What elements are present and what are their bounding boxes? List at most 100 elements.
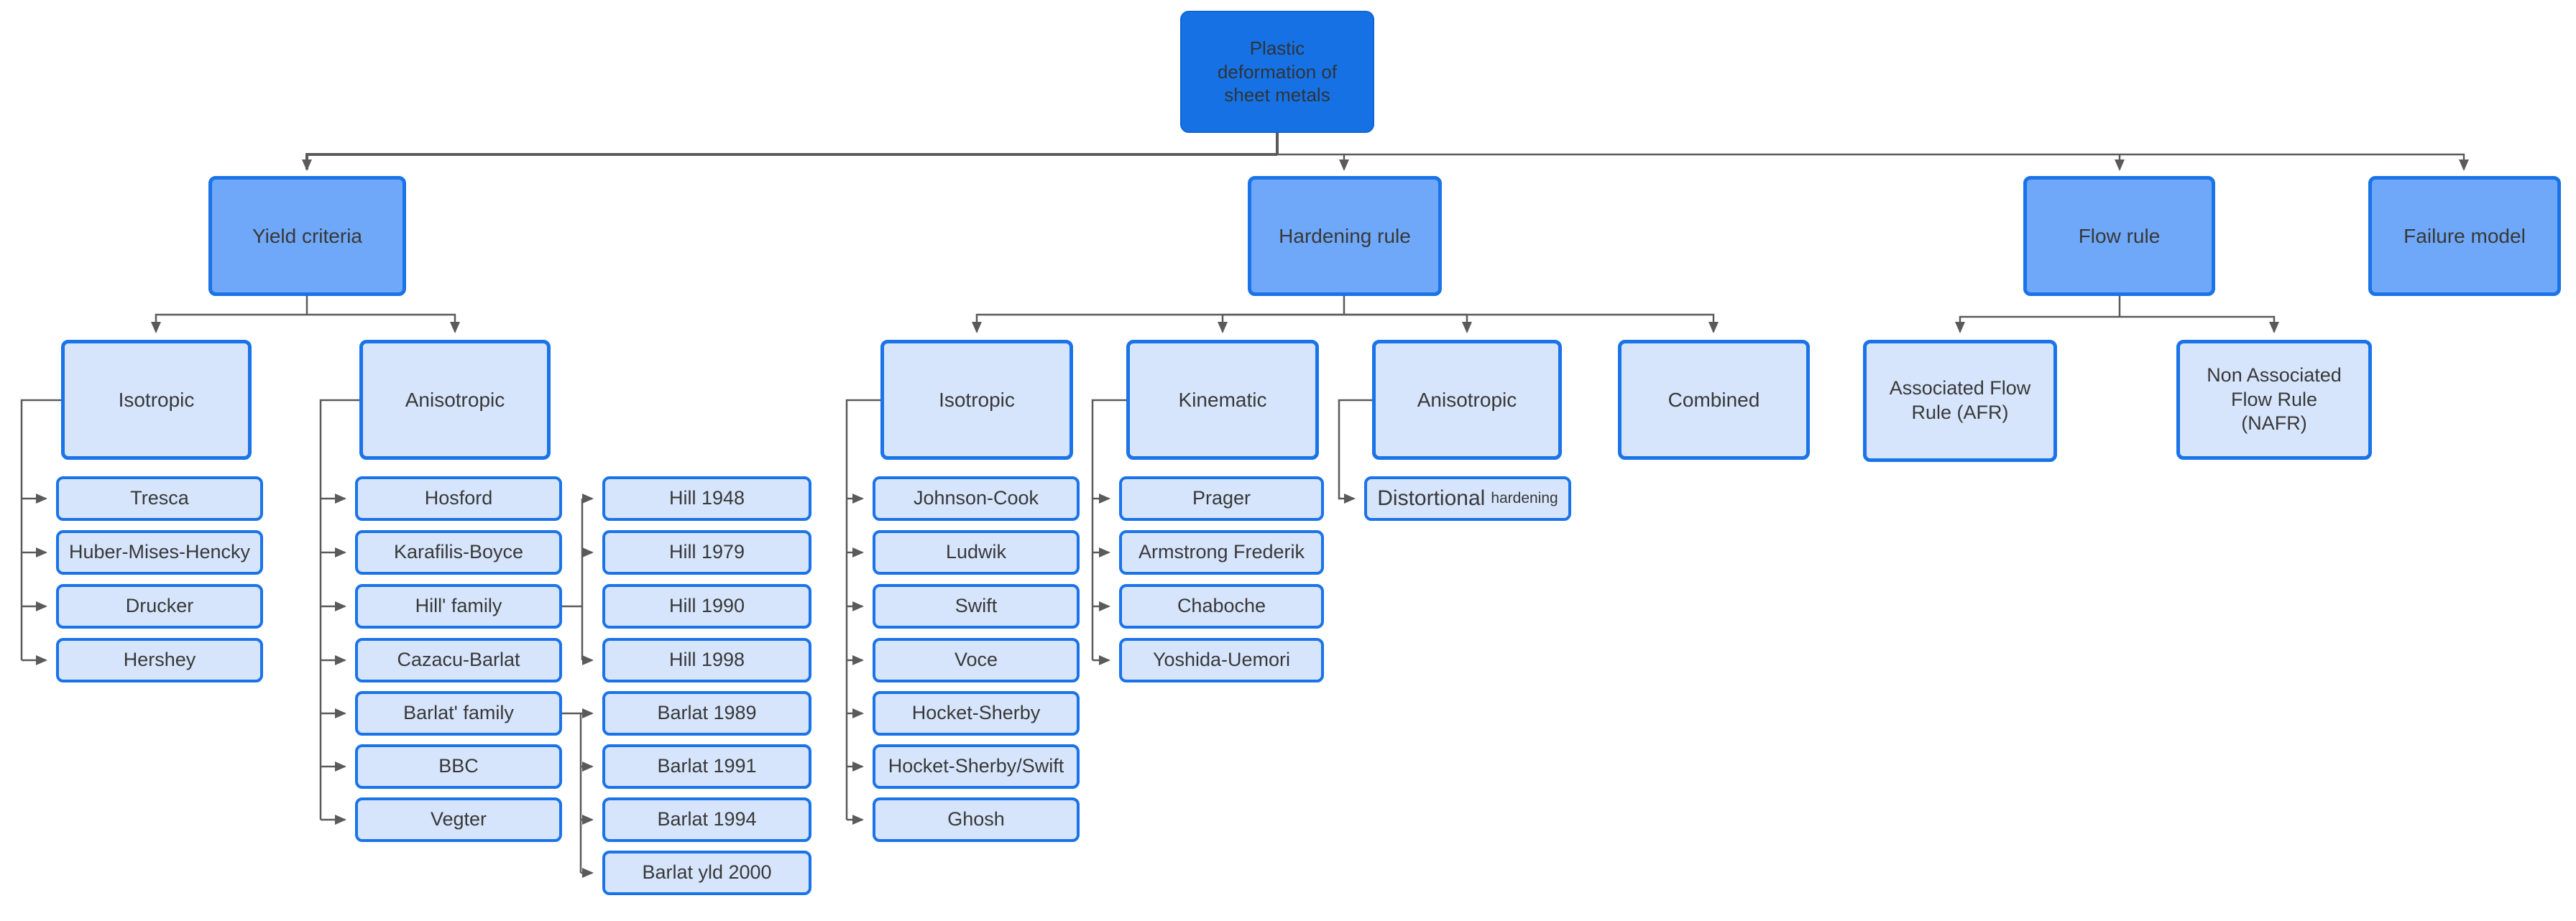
node-barlat-1991[interactable]: Barlat 1991 [602,744,811,789]
edge-root-yield [302,153,1277,171]
node-label: BBC [438,755,479,777]
node-hershey[interactable]: Hershey [56,638,263,682]
node-label: Barlat 1989 [657,702,757,724]
node-label: Distortional [1377,486,1486,511]
node-failure-model[interactable]: Failure model [2368,176,2561,296]
node-barlat-1994[interactable]: Barlat 1994 [602,797,811,842]
node-barlat-1989[interactable]: Barlat 1989 [602,691,811,736]
node-label: Swift [954,595,998,617]
edge-flow-afr [1955,315,2120,333]
node-label: Associated Flow Rule (AFR) [1889,377,2031,423]
node-distortional-hardening[interactable]: Distortional hardening [1364,476,1571,521]
node-label: Chaboche [1177,595,1266,617]
spine-kinematic [1091,399,1126,660]
node-label: Plastic deformation of sheet metals [1217,37,1338,106]
node-yield-anisotropic[interactable]: Anisotropic [359,340,551,460]
node-huber-mises-hencky[interactable]: Huber-Mises-Hencky [56,530,263,575]
node-label: Cazacu-Barlat [397,649,520,671]
node-label: Drucker [125,595,194,617]
node-label: Hill' family [415,595,502,617]
node-label: Anisotropic [1417,389,1517,411]
node-voce[interactable]: Voce [873,638,1080,682]
edge-yield-anisotropic [307,313,460,333]
edge-hillfamily-trunk [562,499,584,660]
node-label: Hershey [123,649,196,671]
node-label: Barlat yld 2000 [642,861,772,884]
node-label: Failure model [2404,225,2526,247]
node-hill-1998[interactable]: Hill 1998 [602,638,811,682]
node-ghosh[interactable]: Ghosh [873,797,1080,842]
node-hardening-isotropic[interactable]: Isotropic [880,340,1073,460]
node-label: Combined [1668,389,1760,411]
node-label: Johnson-Cook [913,487,1039,509]
node-drucker[interactable]: Drucker [56,584,263,629]
node-yield-isotropic[interactable]: Isotropic [61,340,252,460]
edge-flow-nafr [2120,315,2279,333]
node-label: Armstrong Frederik [1138,541,1305,563]
node-label: Hocket-Sherby [911,702,1041,724]
node-hardening-rule[interactable]: Hardening rule [1248,176,1442,296]
node-combined[interactable]: Combined [1618,340,1810,460]
node-hill-1979[interactable]: Hill 1979 [602,530,811,575]
edge-hardening-combined [1344,313,1719,333]
node-nafr[interactable]: Non Associated Flow Rule (NAFR) [2176,340,2372,460]
node-hill-1948[interactable]: Hill 1948 [602,476,811,521]
node-hocket-sherby-swift[interactable]: Hocket-Sherby/Swift [873,744,1080,789]
spine-yield-isotropic [20,399,61,660]
node-label: Anisotropic [405,389,505,411]
node-label: Hill 1979 [668,541,745,563]
node-label: Prager [1192,487,1251,509]
node-johnson-cook[interactable]: Johnson-Cook [873,476,1080,521]
node-label: Kinematic [1178,389,1267,411]
node-chaboche[interactable]: Chaboche [1119,584,1324,629]
node-kinematic[interactable]: Kinematic [1126,340,1319,460]
node-yield-criteria[interactable]: Yield criteria [208,176,406,296]
node-afr[interactable]: Associated Flow Rule (AFR) [1863,340,2057,462]
node-label: Yield criteria [252,225,362,247]
node-cazacu-barlat[interactable]: Cazacu-Barlat [355,638,562,682]
node-prager[interactable]: Prager [1119,476,1324,521]
node-label: Hocket-Sherby/Swift [888,755,1064,777]
node-label: Barlat 1991 [657,755,757,777]
node-label: Tresca [130,487,189,509]
node-hocket-sherby[interactable]: Hocket-Sherby [873,691,1080,736]
node-label: Non Associated Flow Rule (NAFR) [2207,364,2342,435]
node-bbc[interactable]: BBC [355,744,562,789]
node-label: Yoshida-Uemori [1152,649,1291,671]
node-barlat-family[interactable]: Barlat' family [355,691,562,736]
node-swift[interactable]: Swift [873,584,1080,629]
edge-hardening-kinematic [1218,313,1344,333]
edge-yield-isotropic [151,313,307,333]
node-label: Voce [954,649,998,671]
node-vegter[interactable]: Vegter [355,797,562,842]
node-tresca[interactable]: Tresca [56,476,263,521]
node-ludwik[interactable]: Ludwik [873,530,1080,575]
node-hosford[interactable]: Hosford [355,476,562,521]
node-hill-1990[interactable]: Hill 1990 [602,584,811,629]
edge-root-flow [1344,153,2125,171]
node-label-suffix: hardening [1491,489,1558,506]
node-label: Ghosh [947,808,1005,830]
edge-hardening-isotropic [972,313,1344,333]
node-label: Isotropic [939,389,1015,411]
edge-distortional [1338,399,1372,504]
node-label: Flow rule [2078,225,2161,247]
edge-root-hardening [1277,153,1349,171]
node-flow-rule[interactable]: Flow rule [2023,176,2215,296]
node-karafilis-boyce[interactable]: Karafilis-Boyce [355,530,562,575]
node-armstrong-frederik[interactable]: Armstrong Frederik [1119,530,1324,575]
spine-hardening-isotropic [845,399,880,820]
node-label: Hosford [424,487,493,509]
node-label: Barlat 1994 [657,808,757,830]
node-label: Karafilis-Boyce [393,541,524,563]
edge-root-failure [2120,153,2469,171]
node-hill-family[interactable]: Hill' family [355,584,562,629]
node-hardening-anisotropic[interactable]: Anisotropic [1372,340,1562,460]
node-plastic-deformation-root[interactable]: Plastic deformation of sheet metals [1180,11,1374,133]
node-label: Barlat' family [403,702,514,724]
node-yoshida-uemori[interactable]: Yoshida-Uemori [1119,638,1324,682]
node-label: Isotropic [118,389,195,411]
node-barlat-yld-2000[interactable]: Barlat yld 2000 [602,851,811,895]
